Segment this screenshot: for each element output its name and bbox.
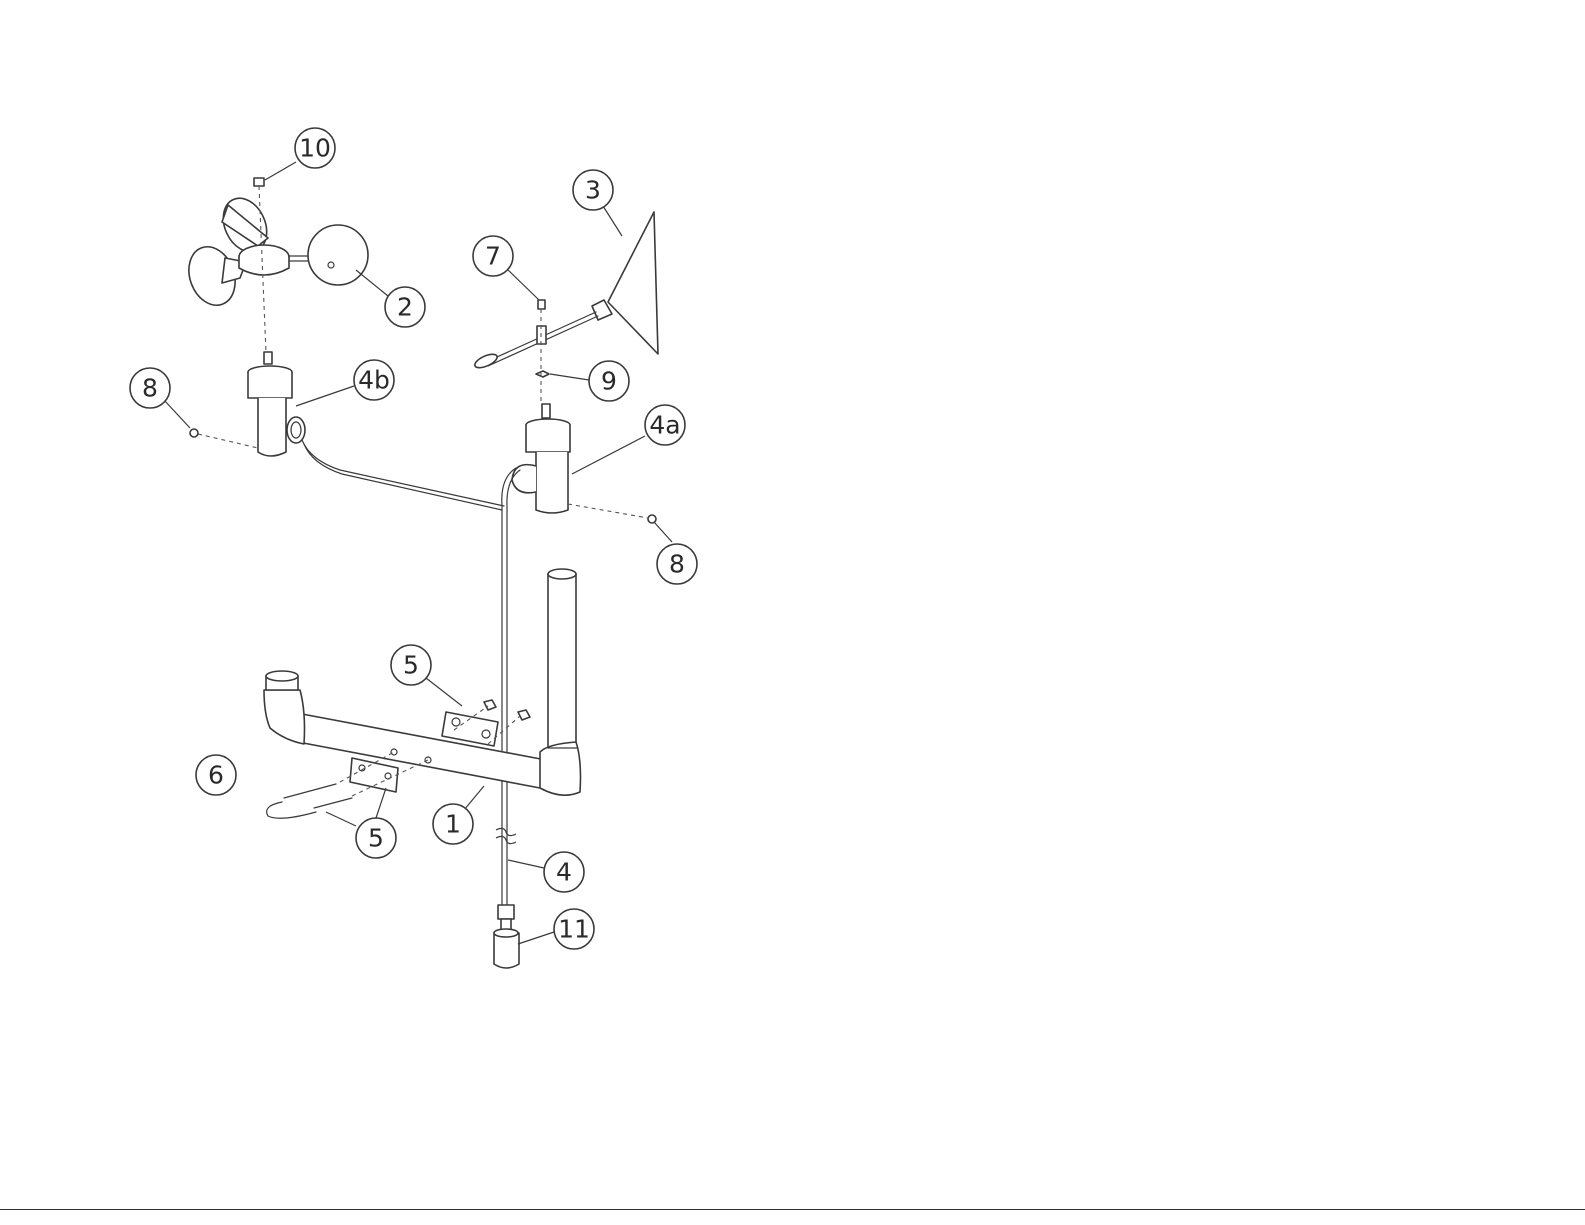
callout-label: 10 — [299, 134, 331, 163]
screw-part-8-right — [648, 515, 656, 523]
callout-7: 7 — [473, 236, 513, 276]
callout-6: 6 — [196, 755, 236, 795]
upper-mounting-bracket — [442, 700, 530, 746]
cable-connector — [494, 905, 519, 968]
screw-part-8-left — [190, 429, 198, 437]
u-bolt — [267, 784, 352, 818]
callout-label: 5 — [403, 651, 419, 680]
screw-part-7 — [538, 300, 545, 309]
washer-part-9 — [536, 371, 549, 377]
leader-lines — [164, 162, 672, 944]
callout-label: 8 — [669, 550, 685, 579]
callout-5-upper: 5 — [391, 645, 431, 685]
callout-label: 5 — [368, 824, 384, 853]
callout-label: 4a — [649, 411, 680, 440]
callout-9: 9 — [589, 361, 629, 401]
callout-label: 9 — [601, 367, 617, 396]
page-bottom-rule — [0, 1209, 1585, 1210]
callout-label: 4 — [556, 858, 572, 887]
wind-vane-sensor-housing — [512, 404, 570, 513]
callout-4a: 4a — [645, 405, 685, 445]
callout-label: 6 — [208, 761, 224, 790]
callout-label: 3 — [585, 176, 601, 205]
callout-label: 7 — [485, 242, 501, 271]
callout-8-left: 8 — [130, 368, 170, 408]
callout-8-right: 8 — [657, 544, 697, 584]
wind-vane — [473, 212, 658, 370]
callout-5-lower: 5 — [356, 818, 396, 858]
callout-label: 1 — [445, 810, 461, 839]
callout-3: 3 — [573, 170, 613, 210]
callout-2: 2 — [385, 287, 425, 327]
anemometer-sensor-housing — [248, 352, 305, 456]
callout-label: 2 — [397, 293, 413, 322]
callout-label: 8 — [142, 374, 158, 403]
callout-1: 1 — [433, 804, 473, 844]
callout-11: 11 — [554, 909, 594, 949]
callout-label: 4b — [358, 366, 390, 395]
callout-10: 10 — [295, 128, 335, 168]
callout-4b: 4b — [354, 360, 394, 400]
callout-4: 4 — [544, 852, 584, 892]
wind-cup-assembly — [181, 191, 368, 312]
callout-label: 11 — [558, 915, 590, 944]
cap-part-10 — [254, 178, 264, 186]
